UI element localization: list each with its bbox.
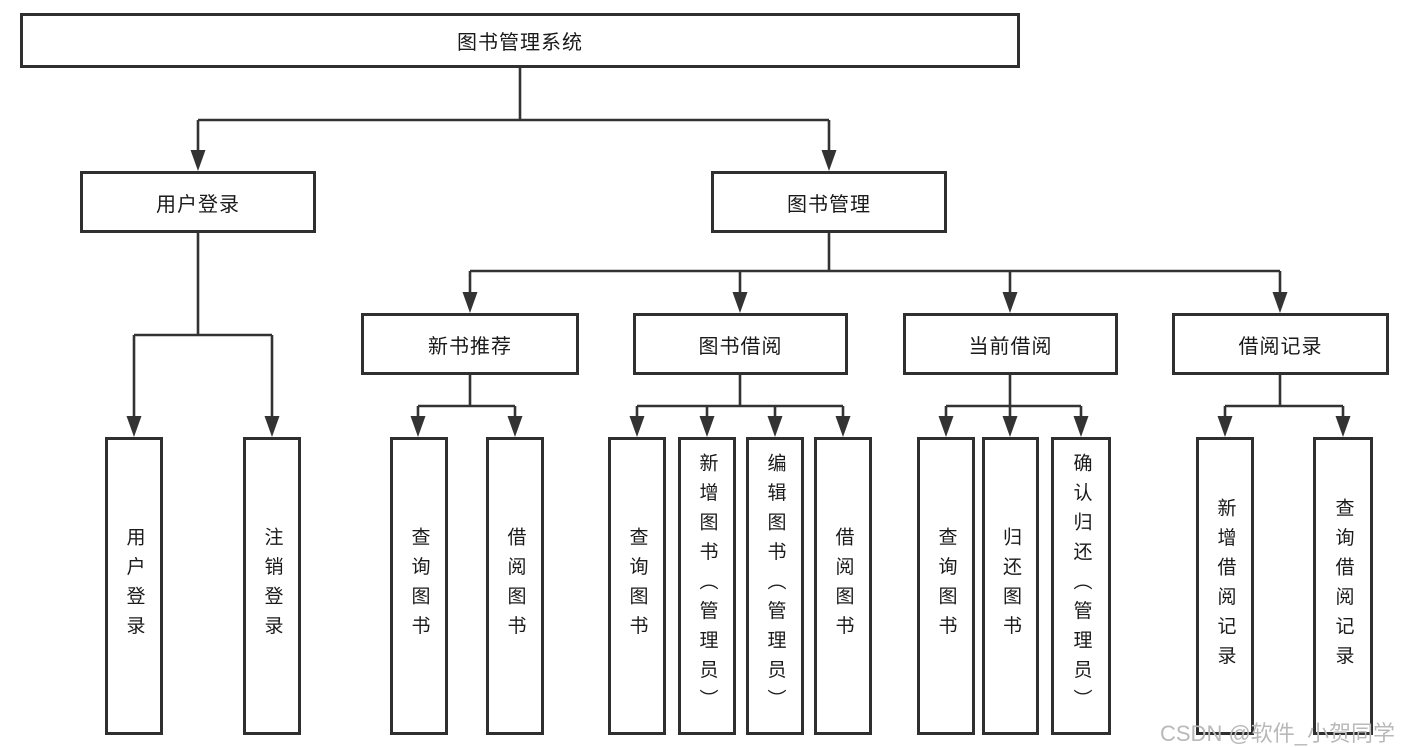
- leaf-return-books: 归还图书: [982, 437, 1039, 735]
- leaf-confirm-return-admin: 确认归还（管理员）: [1051, 437, 1111, 735]
- connector-path: [132, 68, 1345, 420]
- leaf-borrow-books-2: 借阅图书: [814, 437, 872, 735]
- leaf-borrow-books-recommend: 借阅图书: [486, 437, 544, 735]
- leaf-logout: 注销登录: [243, 437, 301, 735]
- node-root: 图书管理系统: [20, 13, 1020, 68]
- leaf-add-borrow-record: 新增借阅记录: [1196, 437, 1254, 735]
- node-current-borrow: 当前借阅: [903, 313, 1118, 375]
- arrowheads-path: [126, 150, 1351, 437]
- node-new-book-recommend: 新书推荐: [361, 313, 579, 375]
- leaf-query-books-recommend: 查询图书: [390, 437, 448, 735]
- node-book-borrow: 图书借阅: [633, 313, 848, 375]
- node-user-login: 用户登录: [80, 171, 316, 233]
- watermark: CSDN @软件_小贺同学: [1160, 721, 1396, 746]
- leaf-query-borrow-record: 查询借阅记录: [1313, 437, 1373, 735]
- leaf-edit-book-admin: 编辑图书（管理员）: [746, 437, 804, 735]
- leaf-query-books-current: 查询图书: [917, 437, 975, 735]
- leaf-add-book-admin: 新增图书（管理员）: [678, 437, 736, 735]
- node-book-management: 图书管理: [711, 171, 947, 233]
- leaf-user-login: 用户登录: [105, 437, 163, 735]
- node-borrow-records: 借阅记录: [1172, 313, 1389, 375]
- leaf-query-books-borrow: 查询图书: [608, 437, 666, 735]
